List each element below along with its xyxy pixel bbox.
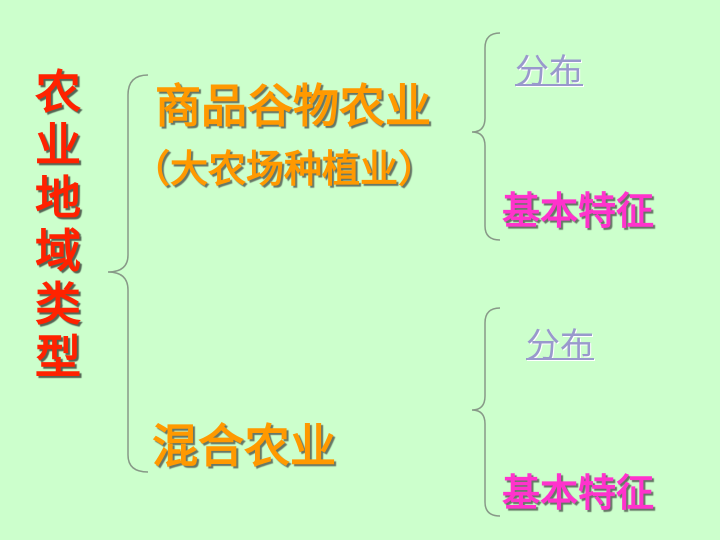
vertical-title: 农业地域类型 — [28, 66, 88, 384]
branch1-name: 商品谷物农业 — [155, 79, 431, 133]
vertical-title-char: 地 — [35, 171, 81, 225]
branch2-brace — [471, 307, 501, 517]
branch1-distribution-link[interactable]: 分布 — [515, 52, 583, 92]
branch2-name: 混合农业 — [152, 419, 336, 473]
vertical-title-char: 类 — [35, 277, 81, 331]
branch1-features: 基本特征 — [502, 189, 655, 233]
branch1-subtitle: （大农场种植业） — [132, 147, 437, 191]
branch2-distribution-link[interactable]: 分布 — [526, 326, 594, 366]
branch1-brace — [471, 32, 501, 241]
main-brace — [107, 74, 149, 473]
vertical-title-char: 域 — [35, 224, 81, 278]
vertical-title-text: 农业地域类型 — [28, 66, 88, 384]
vertical-title-char: 农 — [35, 65, 81, 119]
vertical-title-char: 型 — [35, 330, 81, 384]
branch2-features: 基本特征 — [502, 471, 655, 515]
vertical-title-char: 业 — [35, 118, 81, 172]
